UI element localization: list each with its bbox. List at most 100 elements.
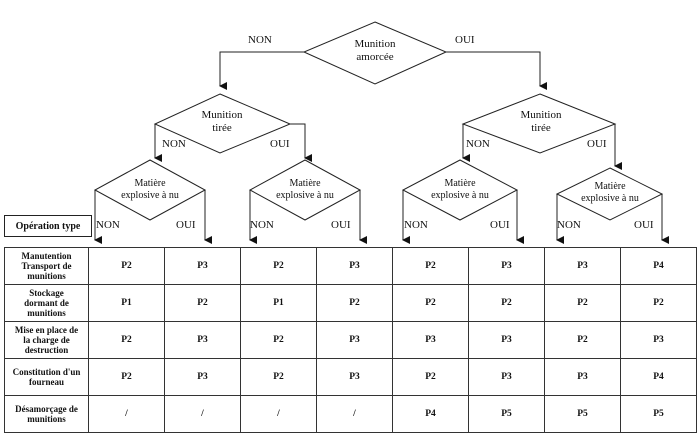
root-no-label: NON (248, 34, 272, 46)
level3-4-no-label: NON (557, 219, 581, 231)
table-cell: P3 (164, 321, 241, 359)
row-label-line: dormant de (24, 298, 69, 308)
table-cell: P2 (88, 247, 165, 285)
level2-right-yes-label: OUI (587, 138, 607, 150)
row-label: Constitution d'un fourneau (4, 358, 89, 396)
row-label-line: Désamorçage de (15, 404, 78, 414)
level3-1-line2: explosive à nu (121, 190, 179, 201)
table-row: Manutention Transport de munitions P2 P3… (4, 247, 697, 285)
table-cell: P2 (620, 284, 697, 322)
table-cell: P2 (316, 284, 393, 322)
table-cell: P5 (620, 395, 697, 433)
table-cell: P3 (544, 247, 621, 285)
level3-diamond-4 (555, 167, 664, 221)
root-label-line1: Munition (355, 38, 396, 50)
table-row: Constitution d'un fourneau P2 P3 P2 P3 P… (4, 358, 697, 396)
level2-left-line2: tirée (212, 122, 232, 134)
level3-2-yes-label: OUI (331, 219, 351, 231)
table-cell: P2 (544, 284, 621, 322)
level3-2-no-label: NON (250, 219, 274, 231)
table-cell: P3 (164, 247, 241, 285)
level2-right-diamond (461, 93, 617, 154)
root-no-connector (219, 51, 304, 90)
row-label-line: la charge de (23, 335, 70, 345)
operation-type-header: Opération type (4, 215, 92, 237)
level3-4-line2: explosive à nu (581, 193, 639, 204)
table-cell: P2 (392, 284, 469, 322)
row-label: Désamorçage de munitions (4, 395, 89, 433)
table-cell: P1 (240, 284, 317, 322)
row-label-line: munitions (27, 308, 66, 318)
level3-4-line1: Matière (594, 181, 626, 192)
level3-diamond-2 (248, 159, 362, 221)
level3-3-yes-label: OUI (490, 219, 510, 231)
level3-2-line2: explosive à nu (276, 190, 334, 201)
table-cell: / (240, 395, 317, 433)
level2-right-no-label: NON (466, 138, 490, 150)
level2-left-diamond (153, 93, 292, 154)
row-label: Manutention Transport de munitions (4, 247, 89, 285)
row-label: Stockage dormant de munitions (4, 284, 89, 322)
row-label-line: Mise en place de (14, 325, 79, 335)
table-cell: / (316, 395, 393, 433)
table-cell: P3 (544, 358, 621, 396)
table-cell: P3 (620, 321, 697, 359)
table-cell: P3 (316, 321, 393, 359)
table-cell: P4 (620, 247, 697, 285)
table-cell: P4 (620, 358, 697, 396)
row-label-line: Manutention (21, 251, 72, 261)
level3-1-yes-label: OUI (176, 219, 196, 231)
row-label-line: munitions (27, 414, 66, 424)
level2-right-line2: tirée (531, 122, 551, 134)
table-cell: P3 (164, 358, 241, 396)
level2-left-yes-label: OUI (270, 138, 290, 150)
level2-left-no-label: NON (162, 138, 186, 150)
table-cell: P2 (88, 358, 165, 396)
level3-diamond-1 (93, 159, 207, 221)
table-cell: P2 (240, 247, 317, 285)
table-cell: P5 (468, 395, 545, 433)
table-row: Mise en place de la charge de destructio… (4, 321, 697, 359)
level3-diamond-3 (401, 159, 519, 221)
table-cell: P3 (468, 321, 545, 359)
row-label-line: munitions (27, 271, 66, 281)
root-diamond (302, 21, 448, 85)
table-cell: P2 (164, 284, 241, 322)
level2-left-line1: Munition (202, 109, 243, 121)
table-cell: P2 (392, 247, 469, 285)
table-cell: P3 (468, 247, 545, 285)
table-cell: P5 (544, 395, 621, 433)
table-cell: P2 (240, 321, 317, 359)
operation-matrix: Manutention Transport de munitions P2 P3… (4, 247, 697, 433)
table-cell: P2 (544, 321, 621, 359)
root-label-line2: amorcée (356, 51, 393, 63)
level3-1-no-label: NON (96, 219, 120, 231)
row-label: Mise en place de la charge de destructio… (4, 321, 89, 359)
table-cell: P2 (468, 284, 545, 322)
table-cell: P3 (316, 358, 393, 396)
root-yes-label: OUI (455, 34, 475, 46)
table-cell: P2 (88, 321, 165, 359)
level3-3-line1: Matière (444, 178, 476, 189)
level3-1-line1: Matière (134, 178, 166, 189)
table-cell: P2 (392, 358, 469, 396)
level3-3-no-label: NON (404, 219, 428, 231)
root-yes-connector (446, 51, 547, 90)
table-cell: P3 (316, 247, 393, 285)
table-row: Désamorçage de munitions / / / / P4 P5 P… (4, 395, 697, 433)
row-label-line: destruction (24, 345, 69, 355)
table-row: Stockage dormant de munitions P1 P2 P1 P… (4, 284, 697, 322)
table-cell: P1 (88, 284, 165, 322)
row-label-line: Stockage (29, 288, 64, 298)
row-label-line: Constitution d'un (12, 367, 81, 377)
level3-2-line1: Matière (289, 178, 321, 189)
level3-3-line2: explosive à nu (431, 190, 489, 201)
table-cell: P3 (392, 321, 469, 359)
table-cell: P2 (240, 358, 317, 396)
table-cell: / (88, 395, 165, 433)
level2-right-line1: Munition (521, 109, 562, 121)
table-cell: / (164, 395, 241, 433)
row-label-line: fourneau (28, 377, 64, 387)
table-cell: P4 (392, 395, 469, 433)
